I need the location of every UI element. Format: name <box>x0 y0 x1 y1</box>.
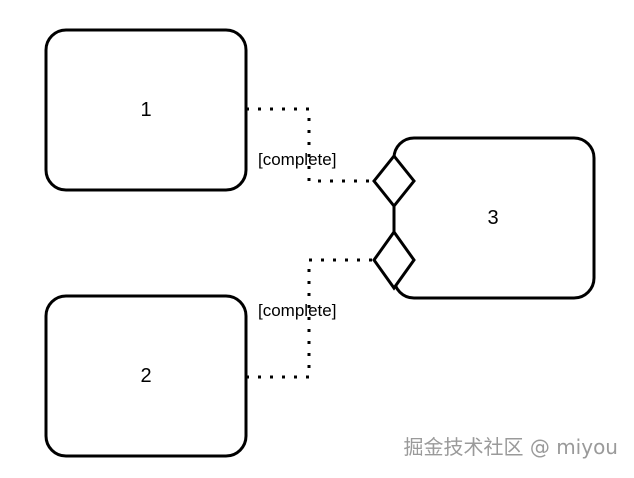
aggregation-diamond-bottom <box>372 229 416 291</box>
node-2-label: 2 <box>140 365 151 387</box>
node-1-label: 1 <box>140 99 151 121</box>
edge-1-to-3[interactable] <box>246 107 374 183</box>
edge-1-guard-label: [complete] <box>258 150 336 169</box>
watermark-text: 掘金技术社区 @ miyou <box>403 435 618 459</box>
aggregation-diamond-top <box>372 153 416 209</box>
edge-2-guard-label: [complete] <box>258 301 336 320</box>
edge-2-to-3[interactable] <box>246 258 374 379</box>
node-3-label: 3 <box>487 207 498 229</box>
